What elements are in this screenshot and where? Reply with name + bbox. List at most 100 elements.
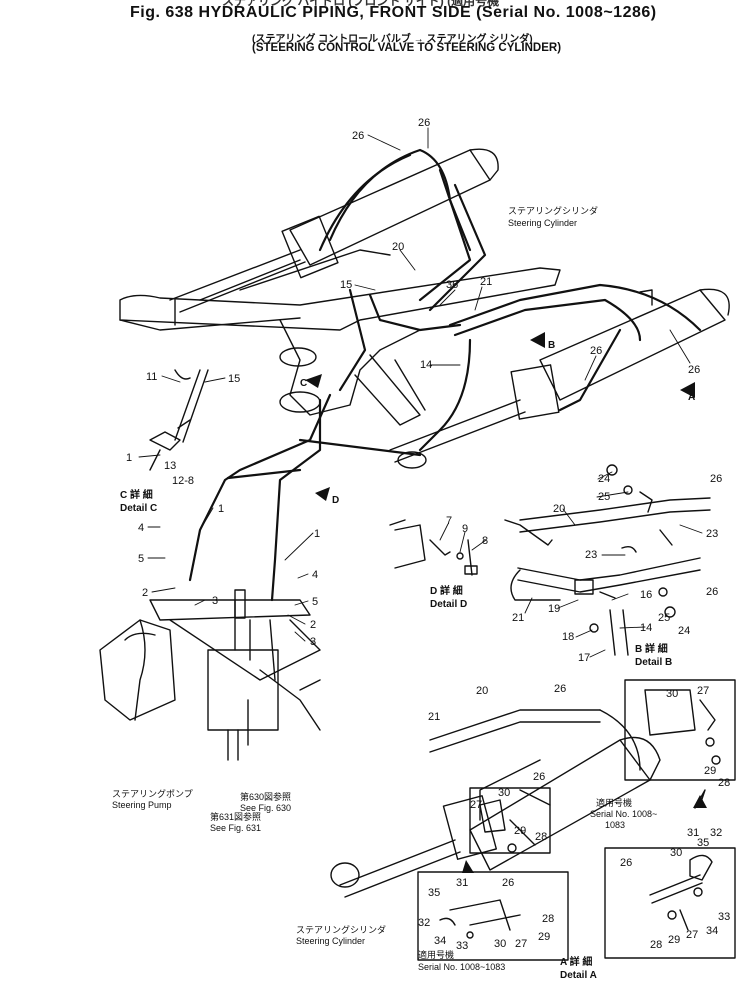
callout: 26 [688,364,700,376]
label-cylinder-bottom-jp: ステアリングシリンダ [296,924,386,935]
figure-title: Fig. 638 HYDRAULIC PIPING, FRONT SIDE (S… [130,4,657,21]
right-steering-cylinder [389,288,730,469]
callout: 20 [392,241,404,253]
callout: 27 [470,799,482,811]
callout: 26 [533,771,545,783]
callout: 29 [668,934,680,946]
callout: 33 [456,940,468,952]
callout: 27 [697,685,709,697]
callout: 30 [498,787,510,799]
steering-pump-assembly [99,589,321,761]
callout: 15 [340,279,352,291]
callout: 2 [310,619,316,631]
detail-b-jp: B 詳 細 [635,642,668,655]
callout: 34 [706,925,718,937]
callout: 30 [494,938,506,950]
detail-b-en: Detail B [635,657,672,668]
callout: 9 [462,523,468,535]
callout: 26 [710,473,722,485]
callout: 26 [706,586,718,598]
serial-a-jp: 適用号機 [596,797,632,808]
callout: 26 [502,877,514,889]
clamp-inset [469,787,551,854]
detail-a-jp: A 詳 細 [560,955,592,968]
callout: 1 [218,503,224,515]
callout: 26 [620,857,632,869]
label-cylinder-top-jp: ステアリングシリンダ [508,205,598,216]
callout: 19 [548,603,560,615]
label-fig630-en: See Fig. 630 [240,803,291,813]
label-cylinder-top-en: Steering Cylinder [508,218,577,228]
callout: 26 [418,117,430,129]
callout: 4 [312,569,318,581]
detail-c-jp: C 詳 細 [120,488,153,501]
callout: 35 [697,837,709,849]
callout: 25 [598,491,610,503]
upper-steering-cylinder [169,148,499,313]
label-fig631-jp: 第631図参照 [210,811,261,822]
callout: 24 [678,625,690,637]
callout: 3 [310,636,316,648]
callout: 28 [718,777,730,789]
serial-a-en2: 1083 [605,820,625,830]
label-pump-en: Steering Pump [112,800,172,810]
callout: 1 [126,452,132,464]
lower-steering-cylinder [330,709,661,898]
callout: 15 [228,373,240,385]
callout: 31 [687,827,699,839]
label-pump-jp: ステアリングポンプ [112,788,193,799]
detail-c-drawing [149,369,209,471]
front-axle-frame [119,249,561,426]
view-arrow-d-label: D [332,495,339,506]
callout: 31 [456,877,468,889]
callout: 32 [710,827,722,839]
detail-a-en: Detail A [560,970,597,981]
callout: 27 [515,938,527,950]
callout: 12-8 [172,475,194,487]
callout: 26 [590,345,602,357]
callout: 18 [562,631,574,643]
callout: 2 [142,587,148,599]
callout: 36 [446,279,458,291]
hose-lines [188,148,702,602]
leader-lines [138,127,703,658]
callout: 20 [553,503,565,515]
detail-a-lower-inset [604,847,736,959]
callout: 7 [446,515,452,527]
callout: 34 [434,935,446,947]
callout: 35 [428,887,440,899]
callout: 16 [640,589,652,601]
callout: 3 [212,595,218,607]
callout: 8 [482,535,488,547]
callout: 20 [476,685,488,697]
callout: 33 [718,911,730,923]
callout: 14 [640,622,652,634]
detail-b-drawing [504,464,711,656]
serial-b-jp: 適用号機 [418,949,454,960]
callout: 26 [352,130,364,142]
detail-c-en: Detail C [120,503,157,514]
callout: 17 [578,652,590,664]
callout: 14 [420,359,432,371]
header-top-japanese: ステアリング ハイドロ (フロント サイド) (適用号機 [222,0,500,8]
callout: 30 [670,847,682,859]
callout: 29 [538,931,550,943]
callout: 29 [514,825,526,837]
callout: 5 [138,553,144,565]
callout: 23 [706,528,718,540]
label-fig631-en: See Fig. 631 [210,823,261,833]
callout: 1 [314,528,320,540]
subtitle-english: (STEERING CONTROL VALVE TO STEERING CYLI… [252,42,562,54]
callout: 25 [658,612,670,624]
callout: 28 [650,939,662,951]
callout: 13 [164,460,176,472]
label-cylinder-bottom-en: Steering Cylinder [296,936,365,946]
serial-b-en: Serial No. 1008~1083 [418,962,505,972]
callout: 23 [585,549,597,561]
callout: 32 [418,917,430,929]
view-arrow-b-label: B [548,340,555,351]
callout: 4 [138,522,144,534]
detail-d-drawing [389,519,478,576]
detail-d-en: Detail D [430,599,467,610]
